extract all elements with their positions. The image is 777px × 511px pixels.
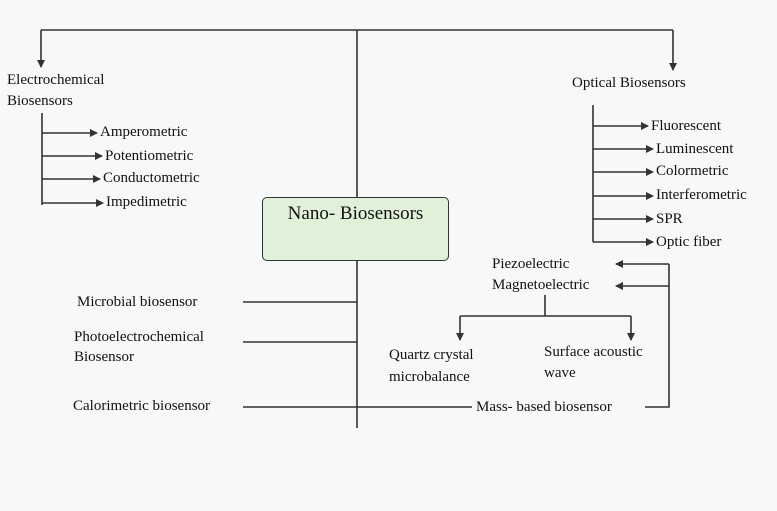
root-label: Nano- Biosensors bbox=[287, 203, 424, 224]
piezoelectric-label: Piezoelectric bbox=[492, 256, 570, 272]
microbial-label: Microbial biosensor bbox=[77, 294, 198, 310]
photoelectrochemical-label-line1: Photoelectrochemical bbox=[74, 329, 204, 345]
magnetoelectric-label: Magnetoelectric bbox=[492, 277, 590, 293]
mass-based-label: Mass- based biosensor bbox=[476, 399, 612, 415]
optical-title: Optical Biosensors bbox=[572, 75, 686, 91]
electro-child-amperometric: Amperometric bbox=[100, 124, 188, 140]
quartz-label-line2: microbalance bbox=[389, 369, 470, 385]
saw-label-line1: Surface acoustic bbox=[544, 344, 643, 360]
electrochemical-title-line2: Biosensors bbox=[7, 93, 73, 109]
quartz-label-line1: Quartz crystal bbox=[389, 347, 474, 363]
saw-label-line2: wave bbox=[544, 365, 576, 381]
optical-child-spr: SPR bbox=[656, 211, 683, 227]
optical-child-interferometric: Interferometric bbox=[656, 187, 747, 203]
electrochemical-title-line1: Electrochemical bbox=[7, 72, 105, 88]
mass-loop bbox=[645, 264, 670, 408]
electro-child-impedimetric: Impedimetric bbox=[106, 194, 187, 210]
optical-child-optic-fiber: Optic fiber bbox=[656, 234, 722, 250]
optical-child-colormetric: Colormetric bbox=[656, 163, 729, 179]
electro-child-conductometric: Conductometric bbox=[103, 170, 200, 186]
nano-biosensors-node: Nano- Biosensors bbox=[262, 197, 449, 261]
optical-child-luminescent: Luminescent bbox=[656, 141, 734, 157]
electro-child-potentiometric: Potentiometric bbox=[105, 148, 194, 164]
photoelectrochemical-label-line2: Biosensor bbox=[74, 349, 134, 365]
calorimetric-label: Calorimetric biosensor bbox=[73, 398, 211, 414]
optical-child-fluorescent: Fluorescent bbox=[651, 118, 721, 134]
